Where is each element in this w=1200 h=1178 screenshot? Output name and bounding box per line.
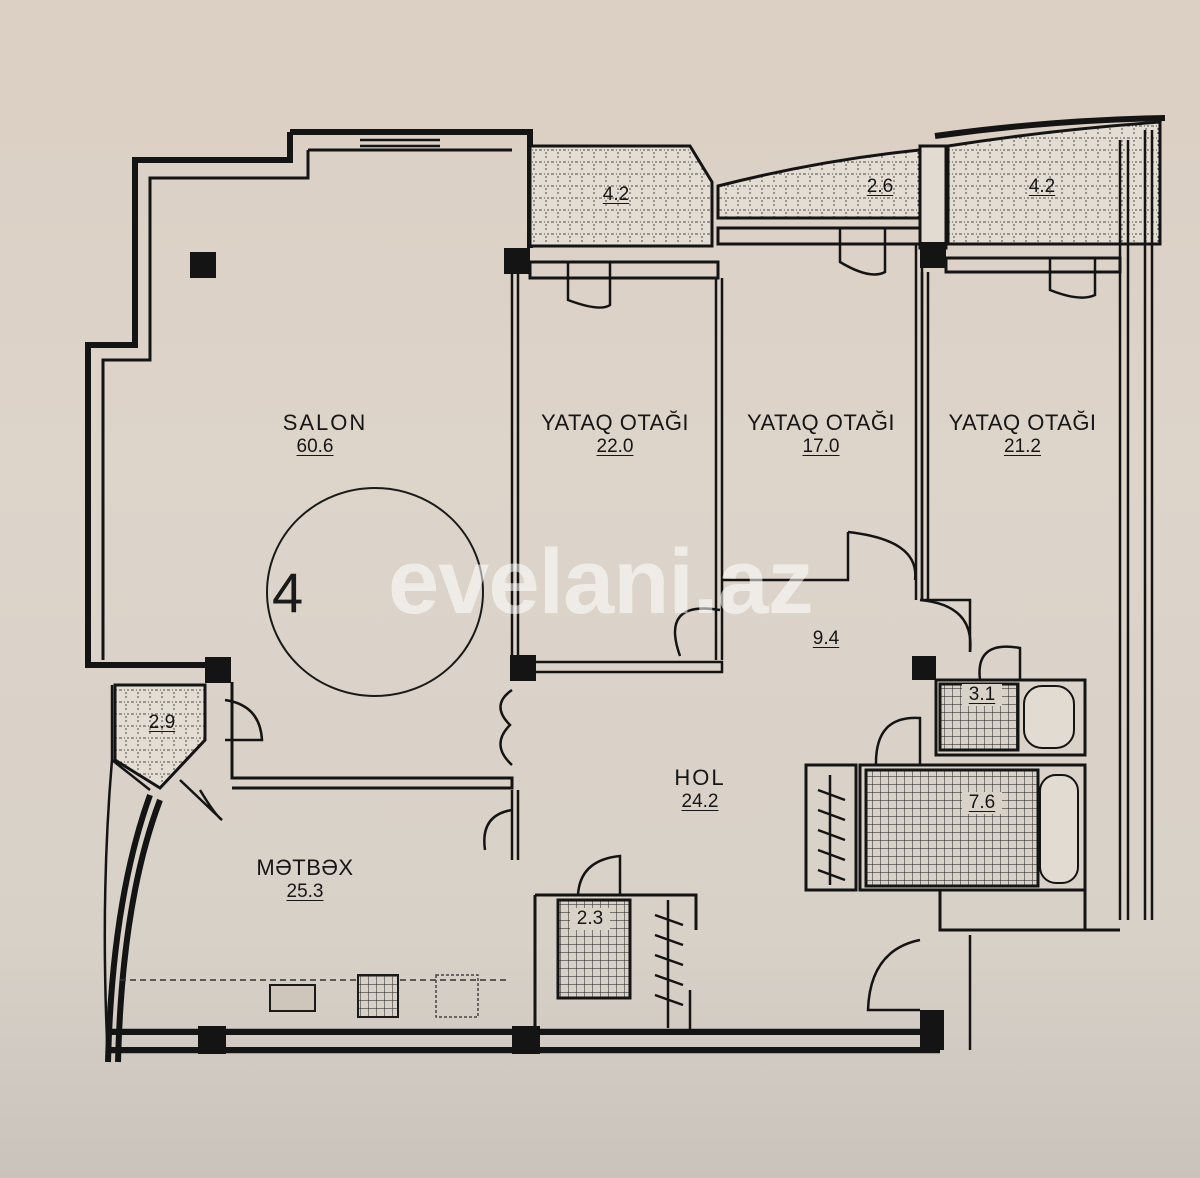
balcony-2-area: 2.6 xyxy=(866,176,894,197)
room-name: YATAQ OTAĞI xyxy=(948,410,1097,435)
room-bedroom-1: YATAQ OTAĞI 22.0 xyxy=(515,410,715,458)
wc-area: 2.3 xyxy=(570,908,610,930)
room-area: 17.0 xyxy=(802,436,840,457)
loggia-area: 2.9 xyxy=(148,712,176,733)
room-name: SALON xyxy=(282,410,368,435)
hall-walls xyxy=(804,645,1120,1050)
balconies xyxy=(528,115,1166,268)
bathroom-small-area: 3.1 xyxy=(962,684,1002,706)
room-hall: HOL 24.2 xyxy=(650,765,750,813)
wc-walls xyxy=(533,854,698,1030)
watermark: evelani.az xyxy=(388,531,814,633)
room-area: 22.0 xyxy=(596,436,634,457)
room-area: 21.2 xyxy=(1004,436,1041,457)
room-bedroom-2: YATAQ OTAĞI 17.0 xyxy=(722,410,920,458)
corridor-area: 9.4 xyxy=(812,628,840,649)
salon-walls xyxy=(85,129,536,697)
room-kitchen: MƏTBƏX 25.3 xyxy=(240,855,370,903)
kitchen-walls xyxy=(103,682,940,1063)
room-name: MƏTBƏX xyxy=(256,855,354,880)
room-name: YATAQ OTAĞI xyxy=(540,410,690,435)
room-name: HOL xyxy=(674,765,726,790)
room-bedroom-3: YATAQ OTAĞI 21.2 xyxy=(925,410,1120,458)
room-area: 60.6 xyxy=(296,436,334,457)
room-area: 24.2 xyxy=(681,791,719,812)
balcony-3-area: 4.2 xyxy=(1028,176,1056,197)
balcony-1-area: 4.2 xyxy=(602,184,630,205)
unit-number: 4 xyxy=(272,561,304,624)
bathroom-large-area: 7.6 xyxy=(962,792,1002,814)
bedroom-walls xyxy=(528,130,1154,920)
room-name: YATAQ OTAĞI xyxy=(746,410,896,435)
room-salon: SALON 60.6 xyxy=(255,410,395,458)
room-area: 25.3 xyxy=(286,881,324,902)
